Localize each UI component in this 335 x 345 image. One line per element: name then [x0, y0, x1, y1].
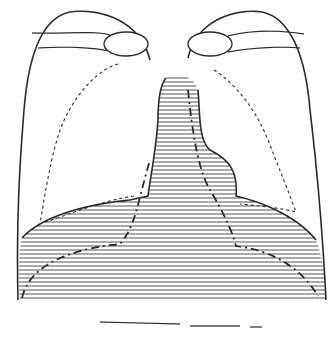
left-clavicle [32, 32, 148, 56]
base-line [100, 322, 262, 327]
right-clavicle [188, 31, 304, 56]
left-lung-dotted-outline [40, 64, 134, 224]
